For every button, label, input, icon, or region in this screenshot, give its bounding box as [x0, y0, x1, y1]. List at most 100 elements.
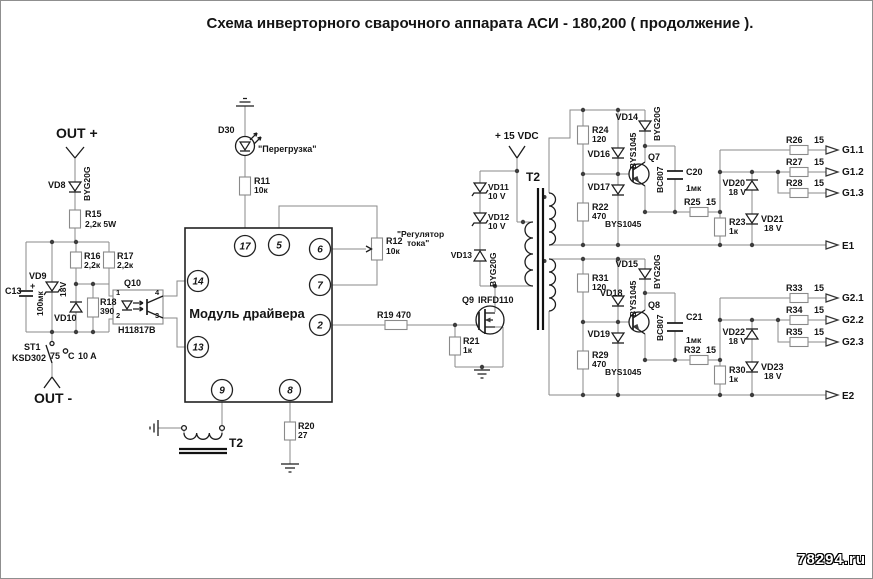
resistor-r34-body [789, 314, 809, 326]
resistor-r22-body [576, 202, 590, 222]
label-vd9: VD9 [29, 271, 47, 281]
resistor-r17-body [102, 251, 116, 269]
label-e1: E1 [842, 241, 855, 252]
label-r34-val: 15 [814, 305, 824, 315]
label-st1-amp: 10 A [78, 351, 97, 361]
label-vd15: VD15 [615, 259, 638, 269]
capacitor-c13-symbol [19, 290, 33, 297]
zener-vd11-symbol [471, 182, 489, 197]
label-r27: R27 [786, 157, 803, 167]
label-r26-val: 15 [814, 135, 824, 145]
capacitor-c21-symbol [667, 322, 683, 332]
resistor-r24-body [576, 125, 590, 145]
label-r18: R18 [100, 297, 117, 307]
label-r29: R29 [592, 350, 609, 360]
label-q10-pin2: 2 [116, 311, 120, 320]
led-d30-symbol [234, 132, 262, 157]
resistor-r26-body [789, 144, 809, 156]
label-vd14-part: BYG20G [652, 106, 662, 141]
resistor-r30-body [713, 365, 727, 385]
label-pin-14: 14 [192, 277, 204, 288]
transformer-t2-symbol [524, 188, 557, 330]
label-vd11-val: 10 V [488, 191, 506, 201]
label-r30: R30 [729, 365, 746, 375]
zener-vd22-symbol [744, 328, 760, 340]
label-r35: R35 [786, 327, 803, 337]
label-vd13: VD13 [451, 250, 473, 260]
label-c13-val: 100мк [35, 291, 45, 316]
resistor-r27-body [789, 166, 809, 178]
label-vd22-val: 18 V [729, 336, 747, 346]
label-plus15vdc: + 15 VDC [495, 131, 539, 142]
label-vd11: VD11 [488, 182, 509, 192]
label-vd20: VD20 [722, 178, 745, 188]
label-r25: R25 [684, 197, 701, 207]
label-vd8-part: BYG20G [82, 166, 92, 201]
label-q8: Q8 [648, 300, 660, 310]
label-r32-val: 15 [706, 345, 716, 355]
zener-vd9-symbol [43, 281, 61, 296]
resistor-r29-body [576, 350, 590, 370]
label-bys1045-top: BYS1045 [605, 219, 642, 229]
optocoupler-q10-symbol [112, 289, 164, 325]
label-r15-val: 2,2к 5W [85, 219, 117, 229]
label-vd22: VD22 [722, 327, 745, 337]
label-q10-part: H11817B [118, 325, 156, 335]
label-r21: R21 [463, 336, 480, 346]
label-r26: R26 [786, 135, 803, 145]
resistor-r18-body [86, 297, 100, 318]
resistor-r23-body [713, 217, 727, 237]
label-c13-plus: + [30, 281, 35, 291]
resistor-r20-body [283, 421, 297, 441]
label-q7-part: BC807 [655, 166, 665, 193]
label-g2-3: G2.3 [842, 337, 864, 348]
label-r22-val: 470 [592, 211, 606, 221]
labels: Схема инверторного сварочного аппарата А… [5, 15, 864, 450]
resistor-r32-body [689, 354, 709, 366]
junction-dots [49, 107, 781, 398]
label-r24: R24 [592, 125, 609, 135]
label-vd12-val: 10 V [488, 221, 506, 231]
label-r23-val: 1к [729, 226, 739, 236]
diode-vd10-symbol [68, 301, 84, 313]
label-r16-val: 2,2к [84, 260, 101, 270]
label-vd23: VD23 [761, 362, 784, 372]
resistor-r31-body [576, 273, 590, 293]
ground-icon-top [236, 97, 254, 107]
label-r21-val: 1к [463, 345, 473, 355]
label-q9: Q9 [462, 295, 474, 305]
label-c13: C13 [5, 286, 22, 296]
label-vd19: VD19 [587, 329, 610, 339]
label-r28-val: 15 [814, 178, 824, 188]
resistor-r28-body [789, 187, 809, 199]
label-vd21-val: 18 V [764, 223, 782, 233]
label-q7: Q7 [648, 152, 660, 162]
terminal-out-minus-icon [43, 376, 61, 389]
label-vd21: VD21 [761, 214, 784, 224]
label-r35-val: 15 [814, 327, 824, 337]
ground-icon-ct [149, 420, 159, 436]
label-t2: T2 [526, 170, 540, 184]
label-r25-val: 15 [706, 197, 716, 207]
label-st1-part: KSD302 [12, 353, 46, 363]
resistor-r11-body [238, 176, 252, 196]
label-vd9-val: 18V [58, 282, 68, 297]
label-pin-6: 6 [317, 245, 323, 256]
resistor-r35-body [789, 336, 809, 348]
label-pin-9: 9 [219, 386, 225, 397]
label-r19: R19 470 [377, 310, 411, 320]
ground-icon-q9 [474, 369, 490, 379]
label-q9-part: IRFD110 [478, 295, 514, 305]
zener-vd20-symbol [744, 179, 760, 191]
terminal-out-plus-icon [65, 146, 85, 159]
label-r23: R23 [729, 217, 746, 227]
resistor-r25-body [689, 206, 709, 218]
label-g2-1: G2.1 [842, 293, 864, 304]
label-t2-ct: T2 [229, 436, 243, 450]
label-g1-2: G1.2 [842, 167, 864, 178]
label-c20-val: 1мк [686, 183, 702, 193]
label-g1-3: G1.3 [842, 188, 864, 199]
zener-vd12-symbol [471, 212, 489, 227]
